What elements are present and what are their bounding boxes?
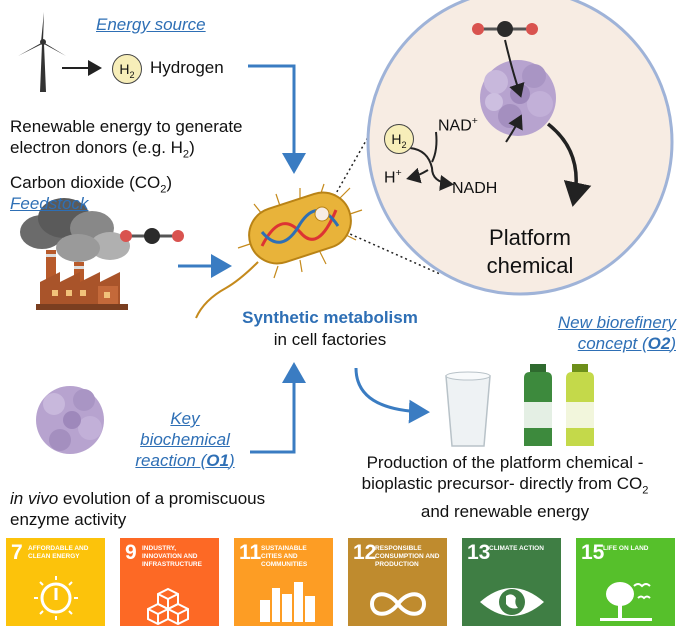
key-reaction-code: O1 — [206, 451, 229, 470]
key-reaction-line3-text: reaction ( — [135, 451, 207, 470]
platform-line2: chemical — [486, 253, 574, 278]
biorefinery-code: O2 — [647, 334, 671, 353]
sdg-11-number: 11 — [239, 541, 262, 564]
sdg-9-label: INDUSTRY, INNOVATION AND INFRASTRUCTURE — [142, 545, 202, 568]
sdg-tile-11: 11 SUSTAINABLE CITIES AND COMMUNITIES — [234, 538, 333, 626]
cell-to-products-arrow — [354, 367, 430, 424]
evolution-italic: in vivo — [10, 489, 59, 508]
biorefinery-line1: New biorefinery — [557, 313, 676, 332]
nad-label: NAD+ — [438, 116, 478, 135]
co2-label-text: Carbon dioxide (CO — [10, 173, 161, 192]
sdg-tile-7: 7 AFFORDABLE AND CLEAN ENERGY — [6, 538, 105, 626]
evolution-line1: in vivo evolution of a promiscuous — [10, 488, 265, 509]
h-plus-text: H — [384, 169, 396, 187]
feedstock-title[interactable]: Feedstock — [10, 194, 89, 213]
synthetic-metabolism-title: Synthetic metabolism — [242, 308, 418, 327]
nad-sup: + — [471, 116, 478, 127]
zoom-co2-molecule-icon — [472, 21, 538, 37]
lime-bottle-icon — [566, 364, 594, 446]
renewable-energy-line2-end: ) — [189, 138, 195, 157]
sdg-13-label: CLIMATE ACTION — [489, 545, 544, 552]
renewable-energy-line2-text: electron donors (e.g. H — [10, 138, 183, 157]
zoom-h2-badge: H2 — [384, 124, 414, 154]
new-biorefinery-link[interactable]: New biorefinery concept (O2) — [520, 312, 676, 354]
production-text: Production of the platform chemical - bi… — [330, 452, 680, 522]
co2-molecule-icon — [120, 228, 184, 244]
energy-source-title[interactable]: Energy source — [96, 15, 206, 34]
evolution-line2: enzyme activity — [10, 510, 127, 529]
nad-text: NAD — [438, 117, 472, 135]
sdg-12-label: RESPONSIBLE CONSUMPTION AND PRODUCTION — [375, 545, 440, 568]
co2-label: Carbon dioxide (CO2) — [10, 173, 173, 196]
production-line3: and renewable energy — [420, 502, 590, 522]
renewable-energy-line1: Renewable energy to generate — [10, 117, 243, 136]
key-reaction-line2: biochemical — [140, 430, 230, 449]
sdg-13-number: 13 — [467, 541, 491, 564]
production-line2: bioplastic precursor- directly from CO — [361, 474, 643, 493]
wind-turbine-icon — [18, 12, 66, 92]
h2-badge-letter: H — [119, 61, 130, 77]
sdg-9-number: 9 — [125, 541, 137, 564]
sdg-15-label: LIFE ON LAND — [603, 545, 649, 552]
sdg-tile-12: 12 RESPONSIBLE CONSUMPTION AND PRODUCTIO… — [348, 538, 447, 626]
sdg-12-number: 12 — [353, 541, 377, 564]
sdg-15-number: 15 — [581, 541, 605, 564]
h-plus-sup: + — [395, 168, 402, 179]
co2-label-end: ) — [166, 173, 173, 192]
key-reaction-line1: Key — [170, 409, 200, 428]
bacterium-cell-icon — [195, 183, 363, 319]
sdg-7-number: 7 — [11, 541, 23, 564]
h-plus-label: H+ — [384, 168, 402, 187]
key-reaction-to-cell-arrow — [250, 362, 306, 454]
factory-icon — [20, 198, 130, 310]
production-line1: Production of the platform chemical - — [366, 453, 644, 472]
infinity-icon — [369, 592, 427, 616]
city-icon — [260, 582, 315, 622]
zoom-h2-letter: H — [391, 131, 402, 147]
biorefinery-line2-text: concept ( — [577, 334, 648, 353]
sdg-tile-15: 15 LIFE ON LAND — [576, 538, 675, 626]
zoom-enzyme-icon — [480, 60, 556, 136]
hydrogen-label: Hydrogen — [150, 58, 224, 77]
sdg-tile-9: 9 INDUSTRY, INNOVATION AND INFRASTRUCTUR… — [120, 538, 219, 626]
evolution-rest: evolution of a promiscuous — [58, 489, 266, 508]
nadh-label: NADH — [452, 180, 498, 197]
key-reaction-link[interactable]: Key biochemical reaction (O1) — [120, 408, 250, 471]
hydrogen-to-cell-arrow — [248, 64, 306, 174]
enzyme-protein-icon — [36, 386, 104, 454]
tree-birds-icon — [600, 582, 652, 621]
zoom-circle — [366, 0, 674, 296]
sun-power-icon — [34, 576, 78, 620]
cell-factories-subtitle: in cell factories — [273, 330, 387, 349]
renewable-energy-line2: electron donors (e.g. H2) — [10, 138, 195, 161]
key-reaction-line3-end: ) — [228, 451, 235, 470]
green-bottle-icon — [524, 364, 552, 446]
platform-line1: Platform — [489, 225, 571, 250]
h2-badge: H2 — [112, 54, 142, 84]
sdg-tile-13: 13 CLIMATE ACTION — [462, 538, 561, 626]
sdg-11-label: SUSTAINABLE CITIES AND COMMUNITIES — [261, 545, 308, 568]
biorefinery-line2: concept (O2) — [520, 333, 676, 354]
cubes-icon — [147, 587, 189, 626]
eye-globe-icon — [480, 588, 544, 616]
key-reaction-line3: reaction (O1) — [120, 450, 250, 471]
biorefinery-line2-end: ) — [670, 334, 676, 353]
sdg-7-label: AFFORDABLE AND CLEAN ENERGY — [28, 545, 89, 560]
plastic-cup-icon — [445, 371, 491, 447]
platform-chemical-label: Platform chemical — [470, 224, 590, 280]
